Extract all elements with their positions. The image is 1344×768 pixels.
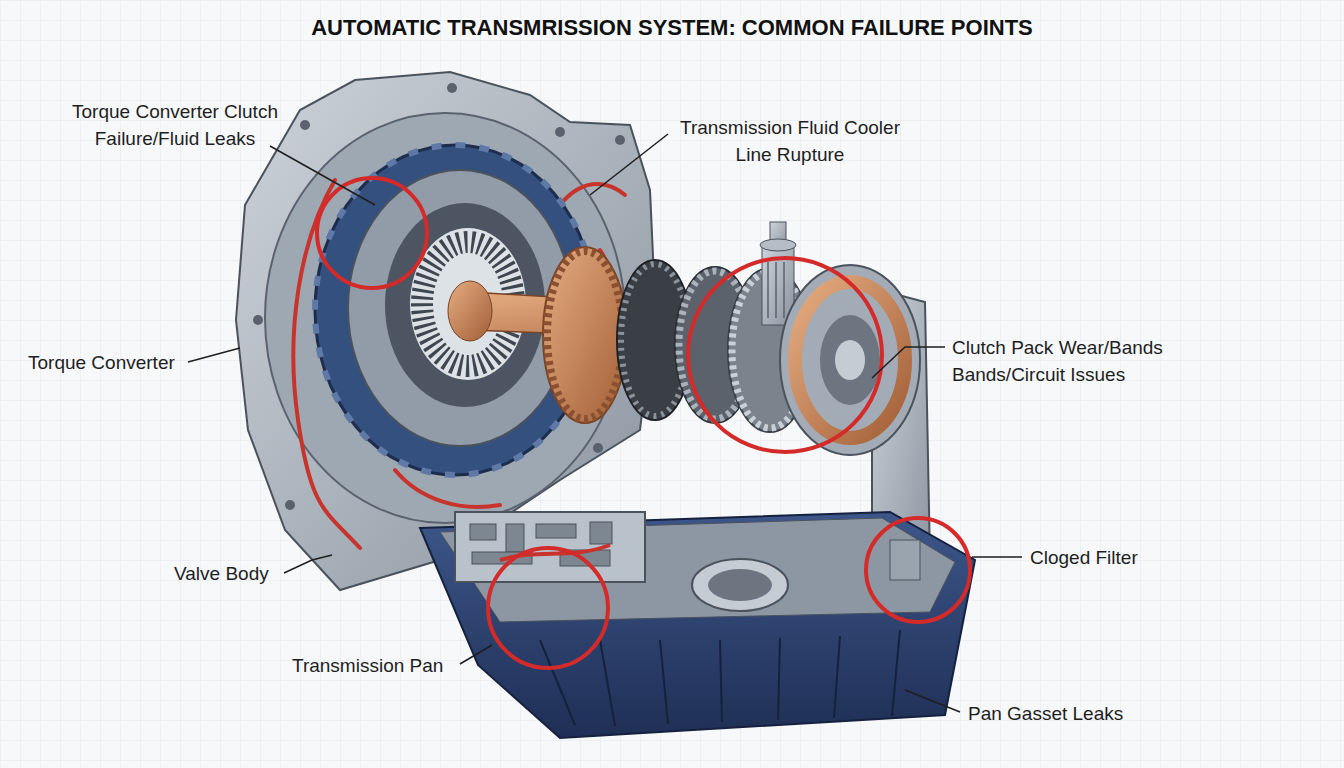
bolt-holes [253,83,630,510]
band-ring [795,282,905,438]
part-label: Torque Converter [28,349,175,376]
transmission-pan [420,512,975,738]
shaft-collar [760,239,796,251]
leader-lines [188,134,1022,712]
drum-center [820,315,880,405]
drum-hub [835,340,865,380]
valve-ports [470,522,612,566]
part-label: Cloged Filter [1030,544,1138,571]
bell-housing [236,72,655,590]
part-label: Torque Converter Clutch Failure/Fluid Le… [60,98,290,152]
filter-boss [692,559,788,611]
helical-gear [543,247,627,423]
shaft-splines [768,262,784,318]
converter-hub [448,281,492,341]
diagram-title: AUTOMATIC TRANSMRISSION SYSTEM: COMMON F… [0,14,1344,42]
filter [890,540,920,580]
part-label: Transmission Pan [292,652,443,679]
part-label: Clutch Pack Wear/Bands Bands/Circuit Iss… [952,334,1187,388]
part-label: Valve Body [174,560,269,587]
failure-circles [317,178,970,668]
part-label: Transmission Fluid Cooler Line Rupture [670,114,910,168]
gear-teeth [547,251,623,419]
filter-opening [708,569,772,601]
part-label: Pan Gasset Leaks [968,700,1123,727]
